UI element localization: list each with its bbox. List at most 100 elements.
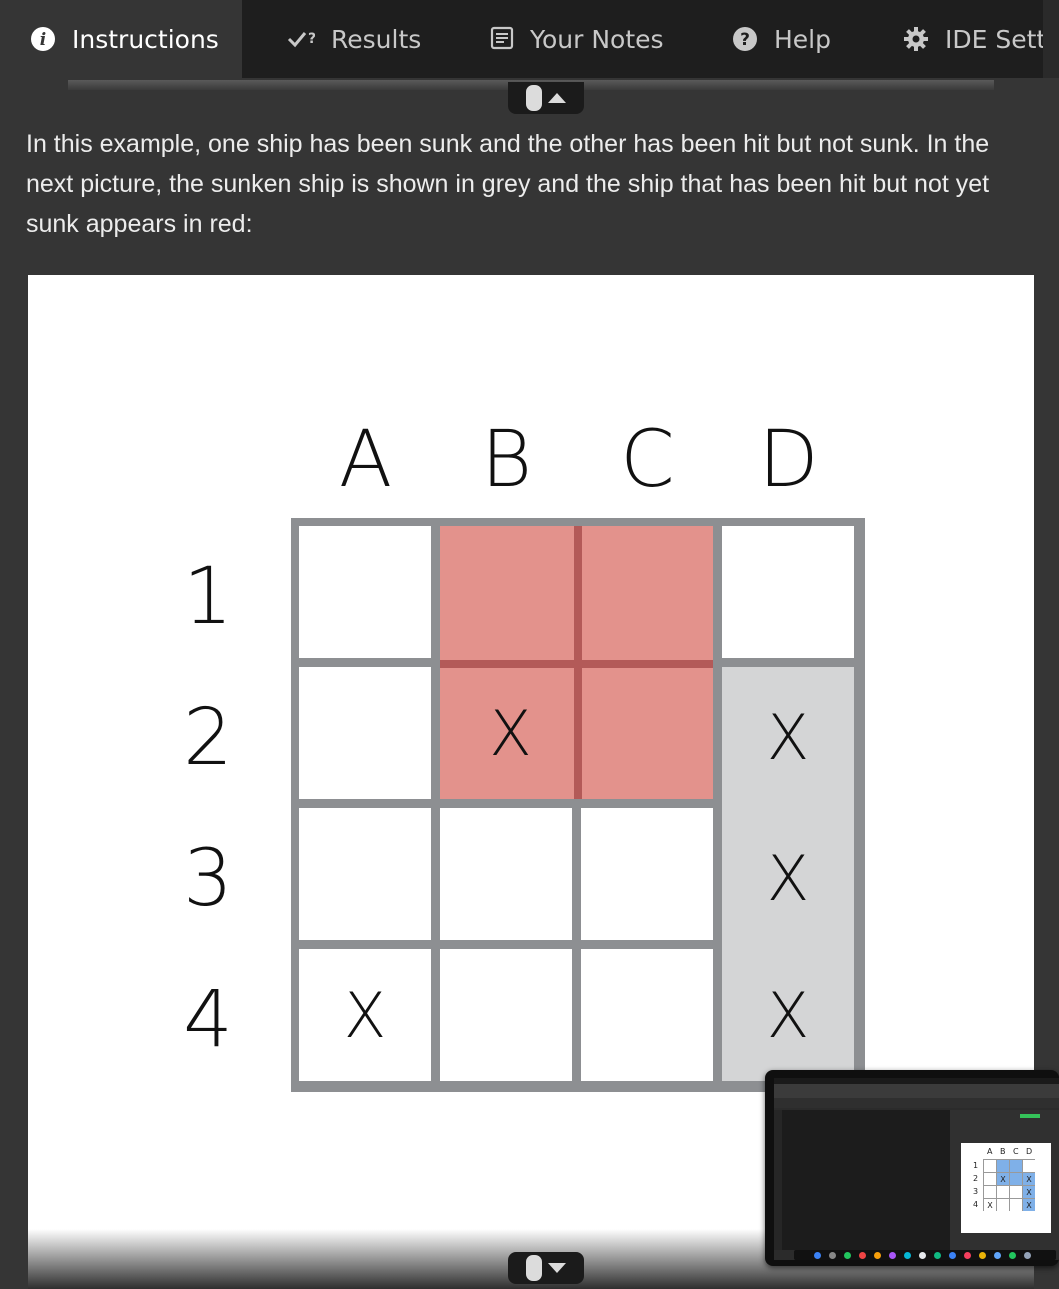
dock-app-icon xyxy=(934,1252,941,1259)
tab-label: Your Notes xyxy=(530,24,664,54)
thumbnail-cell xyxy=(984,1160,996,1172)
mouse-icon xyxy=(526,85,542,111)
mouse-icon xyxy=(526,1255,542,1281)
thumbnail-cell xyxy=(1010,1199,1022,1211)
svg-text:?: ? xyxy=(308,31,315,47)
thumbnail-column-label: A xyxy=(987,1147,993,1156)
column-label: B xyxy=(480,415,533,505)
board-cell-hit xyxy=(581,526,713,667)
board-cell-hit xyxy=(440,526,581,667)
thumbnail-row-label: 1 xyxy=(973,1161,979,1170)
thumbnail-column-label: B xyxy=(1000,1147,1006,1156)
board-cell-empty xyxy=(440,808,572,940)
dock-app-icon xyxy=(859,1252,866,1259)
svg-text:i: i xyxy=(40,30,46,50)
thumbnail-cell xyxy=(1023,1160,1035,1172)
board-cell-hit: X xyxy=(440,667,581,799)
thumbnail-dock xyxy=(794,1250,1056,1260)
tab-label: IDE Setti xyxy=(945,24,1043,54)
thumbnail-column-label: D xyxy=(1026,1147,1033,1156)
thumbnail-row-label: 2 xyxy=(973,1174,979,1183)
dock-app-icon xyxy=(874,1252,881,1259)
thumbnail-cell: X xyxy=(1023,1199,1035,1211)
svg-text:?: ? xyxy=(740,30,750,50)
board-cell-empty xyxy=(299,526,431,658)
expand-down-handle[interactable] xyxy=(508,1252,584,1284)
tab-label: Help xyxy=(774,24,831,54)
thumbnail-row-label: 4 xyxy=(973,1200,979,1209)
notes-icon xyxy=(490,26,514,52)
thumbnail-tabs xyxy=(774,1084,1059,1098)
thumbnail-column-label: C xyxy=(1013,1147,1019,1156)
thumbnail-cell: X xyxy=(984,1199,996,1211)
gear-icon xyxy=(903,26,929,52)
tab-instructions[interactable]: i Instructions xyxy=(0,0,242,78)
row-label: 1 xyxy=(183,551,233,642)
collapse-up-handle[interactable] xyxy=(508,82,584,114)
thumbnail-cell xyxy=(1010,1160,1022,1172)
expand-down-icon xyxy=(548,1263,566,1273)
dock-app-icon xyxy=(994,1252,1001,1259)
thumbnail-cell xyxy=(997,1186,1009,1198)
dock-app-icon xyxy=(979,1252,986,1259)
dock-app-icon xyxy=(814,1252,821,1259)
column-label: C xyxy=(620,415,675,505)
column-label: A xyxy=(338,415,393,505)
board-cell-empty xyxy=(722,526,854,658)
tab-your-notes[interactable]: Your Notes xyxy=(490,0,664,78)
tab-help[interactable]: ? Help xyxy=(732,0,831,78)
tab-bar: i Instructions ? Results Your Notes ? He… xyxy=(0,0,1059,78)
board-cell-sunk: X xyxy=(722,667,854,808)
thumbnail-toolbar xyxy=(774,1098,1059,1108)
tab-bar-edge xyxy=(1043,0,1059,78)
thumbnail-cell xyxy=(984,1186,996,1198)
thumbnail-cell xyxy=(997,1199,1009,1211)
thumbnail-editor xyxy=(782,1110,950,1250)
thumbnail-cell: X xyxy=(1023,1173,1035,1185)
tab-label: Instructions xyxy=(72,24,219,54)
dock-app-icon xyxy=(829,1252,836,1259)
check-question-icon: ? xyxy=(287,28,315,50)
thumbnail-menubar xyxy=(774,1078,1059,1084)
board-cell-sunk: X xyxy=(722,808,854,949)
board-cell-empty: X xyxy=(299,949,431,1081)
row-label: 4 xyxy=(183,974,233,1065)
help-icon: ? xyxy=(732,26,758,52)
dock-app-icon xyxy=(844,1252,851,1259)
thumbnail-cell: X xyxy=(997,1173,1009,1185)
board-cell-hit xyxy=(581,667,713,799)
dock-app-icon xyxy=(964,1252,971,1259)
thumbnail-row-label: 3 xyxy=(973,1187,979,1196)
thumbnail-cell xyxy=(984,1173,996,1185)
dock-app-icon xyxy=(949,1252,956,1259)
board-cell-empty xyxy=(299,808,431,940)
tab-results[interactable]: ? Results xyxy=(287,0,421,78)
row-label: 2 xyxy=(183,692,233,783)
dock-app-icon xyxy=(919,1252,926,1259)
board-cell-empty xyxy=(440,949,572,1081)
tab-label: Results xyxy=(331,24,422,54)
board-cell-empty xyxy=(299,667,431,799)
thumbnail-cell xyxy=(1010,1173,1022,1185)
dock-app-icon xyxy=(904,1252,911,1259)
instructions-paragraph: In this example, one ship has been sunk … xyxy=(26,130,990,238)
hit-ship-divider xyxy=(440,660,713,668)
info-icon: i xyxy=(30,26,56,52)
thumbnail-cell: X xyxy=(1023,1186,1035,1198)
row-label: 3 xyxy=(183,833,233,924)
thumbnail-run-button xyxy=(1020,1114,1040,1118)
board-cell-empty xyxy=(581,808,713,940)
dock-app-icon xyxy=(1009,1252,1016,1259)
thumbnail-sidebar xyxy=(774,1110,782,1250)
dock-app-icon xyxy=(1024,1252,1031,1259)
collapse-up-icon xyxy=(548,93,566,103)
column-label: D xyxy=(758,415,819,505)
dock-app-icon xyxy=(889,1252,896,1259)
tab-ide-settings[interactable]: IDE Setti xyxy=(903,0,1043,78)
thumbnail-cell xyxy=(997,1160,1009,1172)
